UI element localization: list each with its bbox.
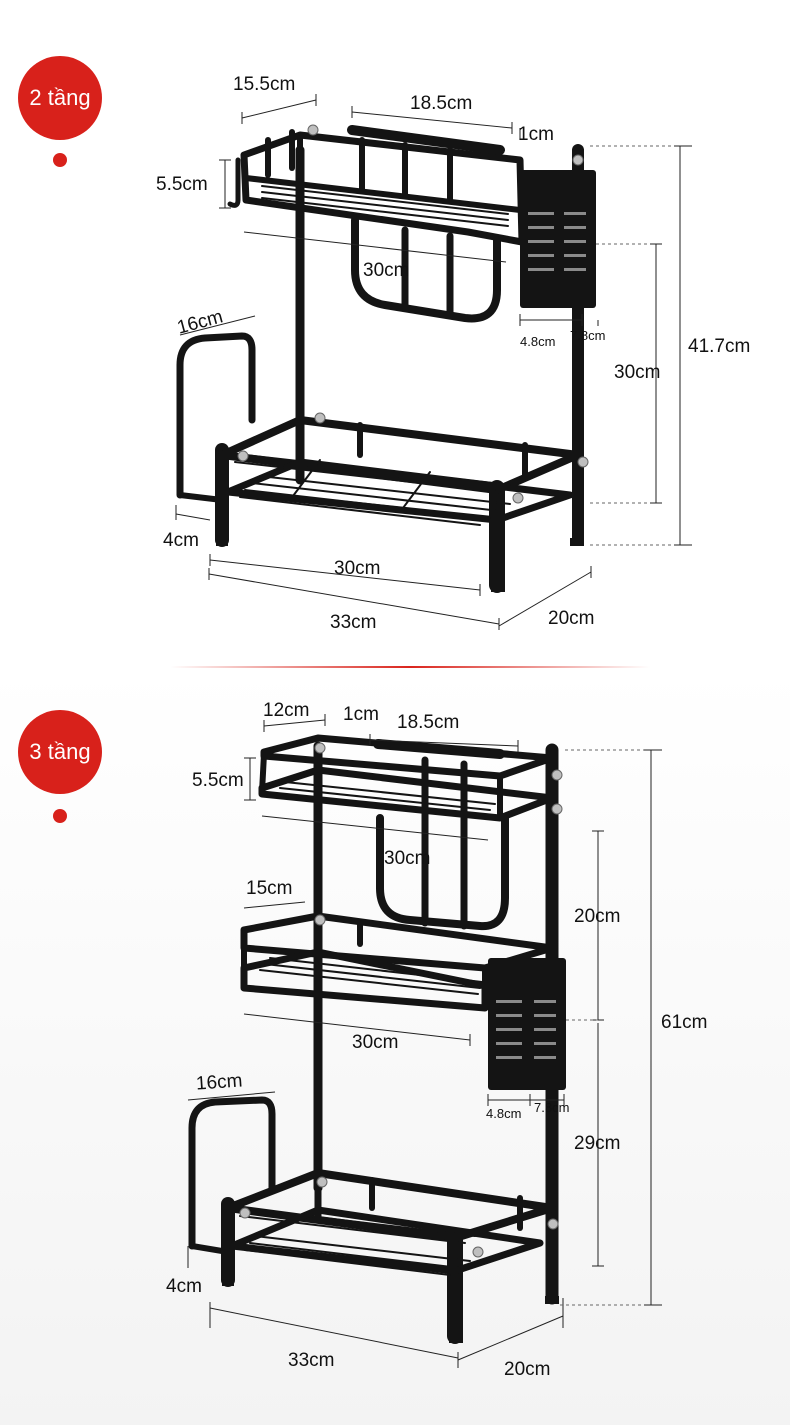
dim-rail-gap: 1cm	[518, 124, 554, 145]
badge-dot	[53, 153, 67, 167]
dim-overall-depth: 20cm	[504, 1359, 551, 1380]
dim-middle-width: 30cm	[352, 1032, 399, 1053]
dim-holder-depth: 4.8cm	[486, 1106, 522, 1121]
dim-rail-gap: 1cm	[343, 704, 379, 725]
dim-overall-width: 33cm	[288, 1350, 335, 1371]
tier-badge: 2 tầng	[18, 56, 102, 140]
dim-top-height: 5.5cm	[156, 174, 208, 195]
dim-overall-depth: 20cm	[548, 608, 595, 629]
two-tier-section: 2 tầng	[0, 0, 790, 668]
dim-holder-depth: 4.8cm	[520, 334, 556, 349]
dim-top-depth: 12cm	[263, 700, 310, 721]
dim-top-height: 5.5cm	[192, 770, 244, 791]
dim-holder-width: 7.8cm	[570, 328, 606, 343]
dim-total-height: 61cm	[661, 1012, 708, 1033]
two-tier-rack-illustration	[175, 94, 692, 630]
dim-overall-width: 33cm	[330, 612, 377, 633]
dim-board-holder: 16cm	[195, 1070, 244, 1095]
dim-top-width: 30cm	[363, 260, 410, 281]
dim-total-height: 41.7cm	[688, 336, 751, 357]
dim-foot: 4cm	[163, 530, 199, 551]
dim-upper-gap: 20cm	[574, 906, 621, 927]
dim-top-depth: 15.5cm	[233, 74, 296, 95]
dim-top-width: 30cm	[384, 848, 431, 869]
dim-tier-gap: 30cm	[614, 362, 661, 383]
dim-holder-width: 7.8cm	[534, 1100, 570, 1115]
dim-middle-depth: 15cm	[246, 878, 293, 899]
dim-foot: 4cm	[166, 1276, 202, 1297]
dim-lower-gap: 29cm	[574, 1133, 621, 1154]
three-tier-section: 3 tầng	[0, 668, 790, 1425]
three-tier-rack-illustration	[187, 714, 662, 1368]
tier-badge: 3 tầng	[18, 710, 102, 794]
dim-rail-length: 18.5cm	[397, 712, 460, 733]
dim-bottom-width: 30cm	[334, 558, 381, 579]
dim-rail-length: 18.5cm	[410, 93, 473, 114]
badge-dot	[53, 809, 67, 823]
